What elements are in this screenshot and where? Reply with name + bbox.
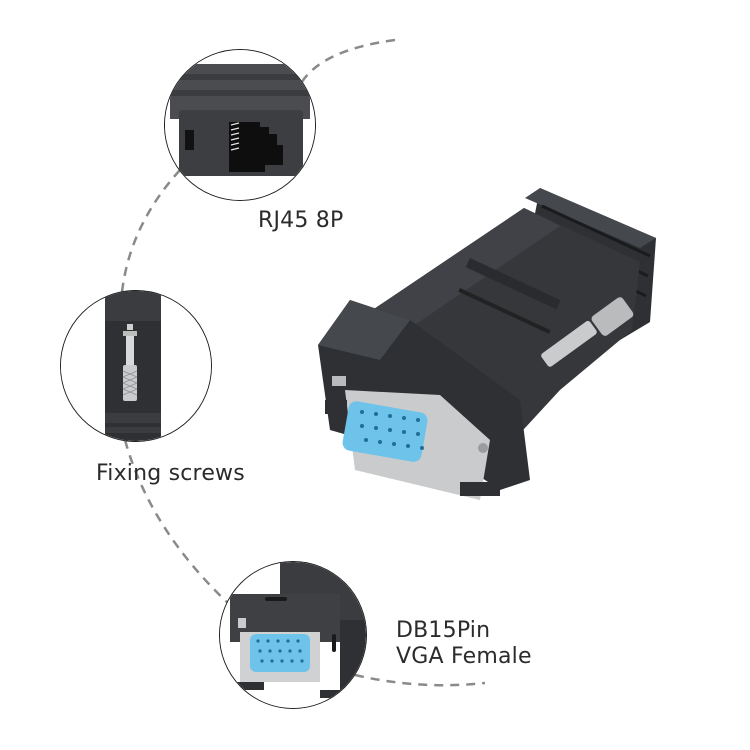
db15-label-line2: VGA Female [396, 644, 532, 670]
rj45-port-icon [165, 50, 315, 200]
db15-label-line1: DB15Pin [396, 618, 491, 643]
screws-callout-circle [60, 290, 212, 442]
rj45-callout-circle [164, 49, 316, 201]
db15-callout-circle [219, 561, 367, 709]
fixing-screws-label: Fixing screws [96, 461, 245, 486]
db15-vga-label: DB15Pin VGA Female [396, 618, 532, 671]
fixing-screw-icon [61, 291, 211, 441]
rj45-label: RJ45 8P [258, 208, 344, 233]
